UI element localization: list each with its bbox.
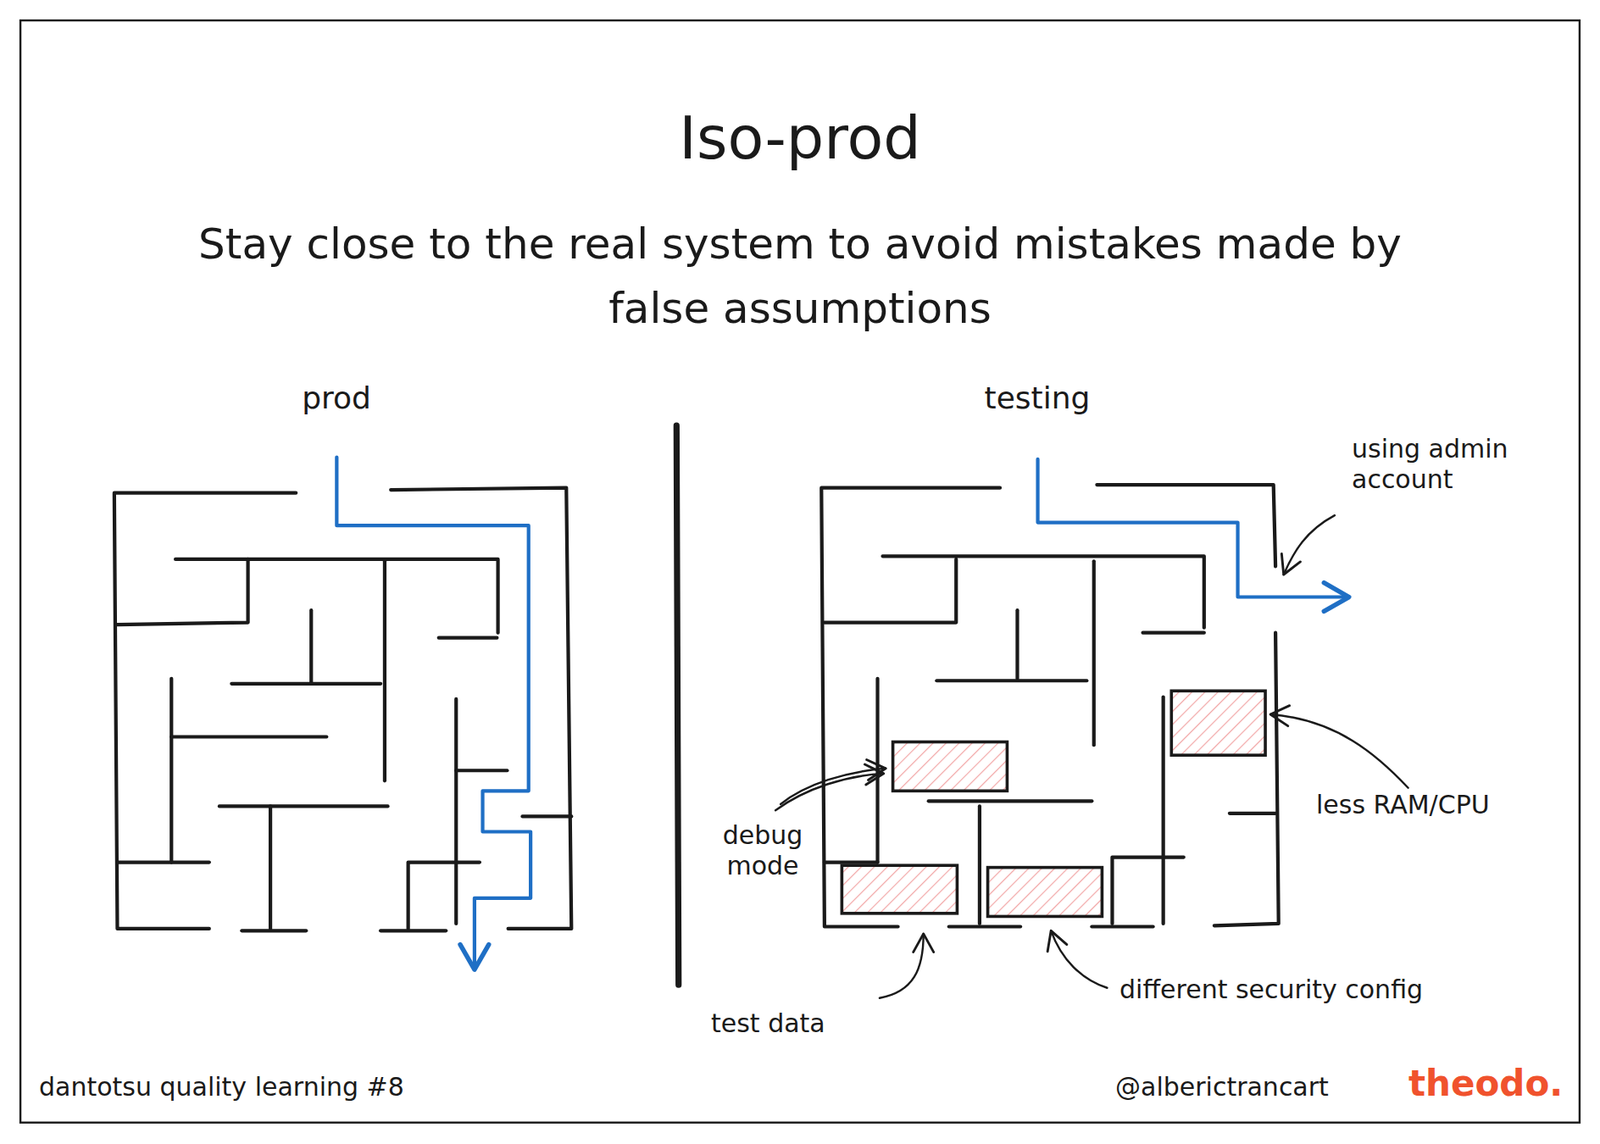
annotation: test data <box>711 1008 915 1039</box>
testing-maze <box>821 484 1278 927</box>
subtitle: Stay close to the real system to avoid m… <box>164 211 1436 341</box>
annotation: less RAM/CPU <box>1316 789 1571 821</box>
page-frame <box>20 20 1580 1123</box>
panel-heading: testing <box>952 379 1123 417</box>
hatched-blocks <box>841 690 1266 917</box>
footer-note: dantotsu quality learning #8 <box>38 1072 514 1103</box>
title: Iso-prod <box>0 100 1600 177</box>
panel-heading: prod <box>251 379 422 417</box>
brand-logo: theodo. <box>1408 1062 1570 1106</box>
divider <box>676 425 678 985</box>
annotation: different security config <box>1119 974 1561 1006</box>
prod-path <box>336 457 531 971</box>
prod-maze <box>114 488 572 932</box>
annotation: debug mode <box>703 820 823 882</box>
annotation: using admin account <box>1351 433 1564 495</box>
testing-path <box>1038 459 1350 598</box>
leader-lines <box>775 515 1409 999</box>
author-handle: @alberictrancart <box>1115 1072 1395 1103</box>
